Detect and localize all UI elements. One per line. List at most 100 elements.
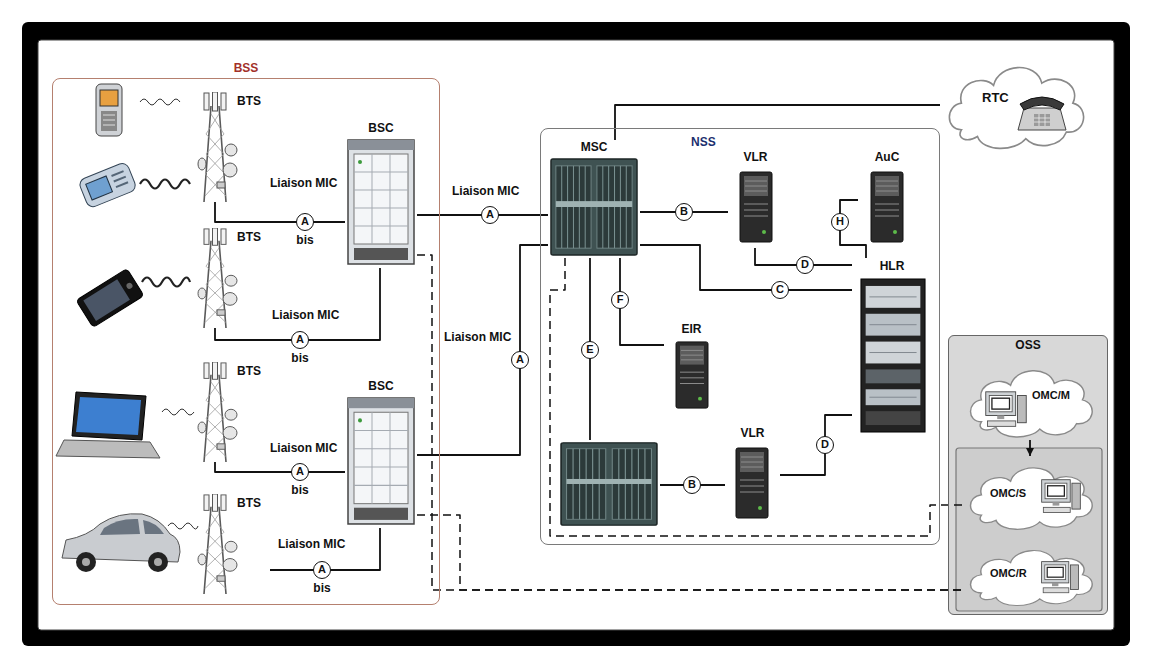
interface-badge-holder: E xyxy=(581,341,599,359)
car xyxy=(62,514,180,572)
interface-badge-holder: A xyxy=(481,206,499,224)
vlr-node: VLR xyxy=(725,426,780,524)
link-line xyxy=(417,245,548,455)
node-label: HLR xyxy=(880,259,905,274)
bts-node: BTS xyxy=(195,228,270,328)
frame-band xyxy=(22,22,1130,646)
radio-wave xyxy=(142,278,190,287)
cloud xyxy=(971,551,1093,606)
msc-cabinet xyxy=(561,443,657,525)
label-holder: Liaison MIC xyxy=(270,441,337,456)
node-label: OSS xyxy=(1015,338,1040,353)
server xyxy=(871,172,903,242)
equipment xyxy=(198,68,1092,606)
label-holder: Liaison MIC xyxy=(444,330,511,345)
interface-letter: A xyxy=(313,561,331,579)
node-label: AuC xyxy=(875,150,900,165)
link-label: Liaison MIC xyxy=(444,330,511,345)
interface-badge-holder: H xyxy=(831,213,849,231)
node-label: OMC/R xyxy=(990,566,1027,581)
bsc-node: BSC xyxy=(345,120,417,268)
bsc-node: BSC xyxy=(345,378,417,528)
label-holder: Liaison MIC xyxy=(270,176,337,191)
mobile-phone xyxy=(76,269,144,328)
laptop xyxy=(56,392,160,458)
node-label: RTC xyxy=(982,90,1009,105)
node-label: OMC/S xyxy=(990,486,1026,501)
interface-badge-holder: A xyxy=(296,213,314,231)
interface-letter: C xyxy=(771,281,789,299)
interface-badge-holder: F xyxy=(611,291,629,309)
node-label: OMC/M xyxy=(1032,388,1070,403)
label-holder: Liaison MIC xyxy=(452,184,519,199)
bss-region: BSSBTSBTSBSCBTSBTSBSC xyxy=(52,78,440,605)
cloud xyxy=(949,68,1083,149)
bts-node: BTS xyxy=(195,494,270,594)
link-label: bis xyxy=(313,581,330,596)
bsc-cabinet xyxy=(348,398,414,524)
dashed-link xyxy=(550,258,962,536)
radio-wave xyxy=(168,523,198,529)
link-label: Liaison MIC xyxy=(272,308,339,323)
cloud xyxy=(971,371,1093,437)
oss-ground xyxy=(948,335,1108,615)
server xyxy=(736,448,768,518)
link-line xyxy=(640,245,852,290)
interface-letter: A xyxy=(296,213,314,231)
mobile-stations xyxy=(56,84,198,572)
frame-ground xyxy=(38,40,1114,630)
interface-letter: A xyxy=(291,463,309,481)
bsc-cabinet xyxy=(348,140,414,264)
interface-letter: E xyxy=(581,341,599,359)
interface-badge-holder: B xyxy=(683,476,701,494)
interface-letter: D xyxy=(796,256,814,274)
link-line xyxy=(780,415,852,475)
msc-node xyxy=(558,440,660,528)
label-holder: Liaison MIC xyxy=(272,308,339,323)
link-line xyxy=(615,105,940,140)
interface-badge-holder: A xyxy=(511,351,529,369)
interface-letter: B xyxy=(675,203,693,221)
node-label: MSC xyxy=(581,140,608,155)
computer xyxy=(986,392,1026,427)
omc-cloud: OMC/S xyxy=(962,456,1098,532)
arrowhead xyxy=(1026,448,1034,456)
node-label: VLR xyxy=(744,150,768,165)
interface-letter: F xyxy=(611,291,629,309)
nss-region: NSS MSC VLR AuC HLR EIR VLR xyxy=(540,128,940,545)
link-label: Liaison MIC xyxy=(278,537,345,552)
omc-cloud: OMC/R xyxy=(962,540,1098,608)
bts-tower xyxy=(198,92,237,202)
mobile-phone xyxy=(96,84,122,136)
dashed-link xyxy=(417,515,962,590)
interface-badge-holder: A xyxy=(313,561,331,579)
interface-letter: A xyxy=(511,351,529,369)
interface-badge-holder: D xyxy=(796,256,814,274)
interface-letter: D xyxy=(816,436,834,454)
msc-cabinet xyxy=(551,159,637,255)
radio-wave xyxy=(162,409,194,415)
label-holder: bis xyxy=(313,581,330,596)
node-label: BSC xyxy=(368,121,393,136)
label-holder: Liaison MIC xyxy=(278,537,345,552)
link-line xyxy=(215,268,380,340)
interface-badge-holder: C xyxy=(771,281,789,299)
node-label: EIR xyxy=(681,322,701,337)
link-label: bis xyxy=(296,233,313,248)
node-label: BTS xyxy=(237,230,261,245)
hlr-rack xyxy=(861,279,925,432)
page-frame xyxy=(22,22,1130,646)
label-holder: bis xyxy=(291,483,308,498)
bts-node: BTS xyxy=(195,92,270,202)
node-label: VLR xyxy=(741,426,765,441)
computer xyxy=(1042,562,1079,593)
interface-letter: H xyxy=(831,213,849,231)
node-label: NSS xyxy=(691,135,716,150)
dashed-link xyxy=(417,255,962,590)
bts-tower xyxy=(198,494,237,594)
node-label: BSS xyxy=(234,61,259,76)
oss-inner-box xyxy=(956,448,1102,611)
interface-letter: A xyxy=(481,206,499,224)
